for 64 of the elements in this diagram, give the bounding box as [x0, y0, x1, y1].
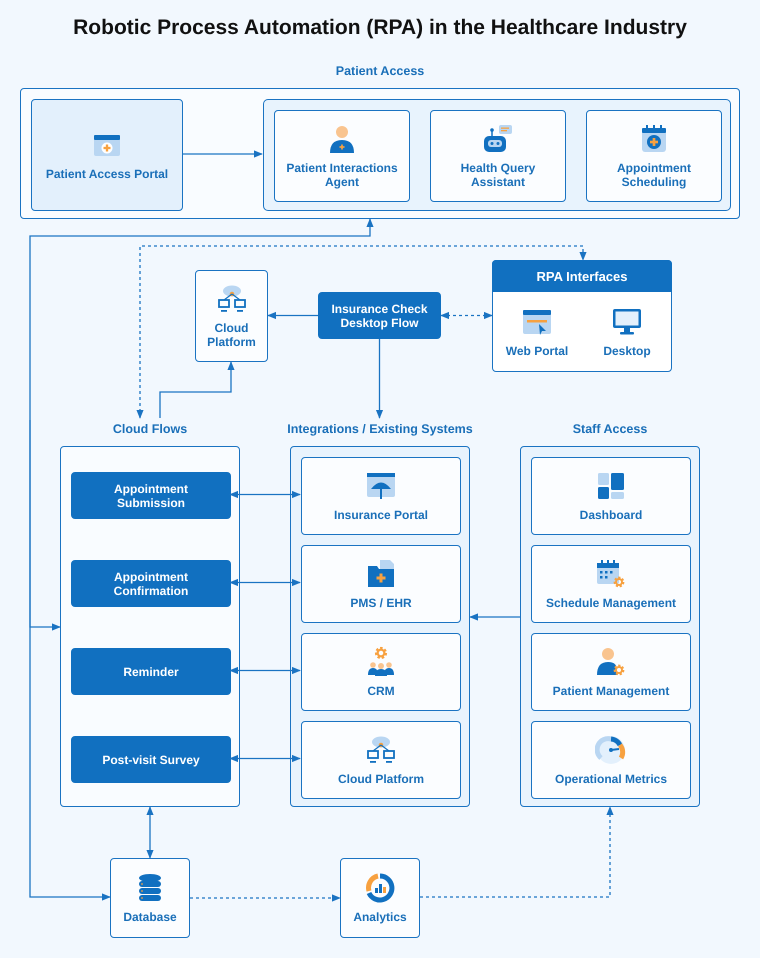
node-label: Operational Metrics — [554, 772, 668, 786]
arrow — [29, 420, 111, 901]
node-label: Health Query Assistant — [460, 161, 536, 189]
node-label: Cloud Platform — [337, 772, 425, 786]
dashed-arrow — [420, 806, 614, 898]
arrow — [469, 613, 520, 621]
process-box — [71, 560, 231, 607]
system-box — [274, 110, 410, 202]
system-box — [531, 545, 691, 623]
process-box — [71, 736, 231, 783]
system-box — [531, 721, 691, 799]
node-label: Analytics — [352, 910, 408, 924]
process-box — [71, 648, 231, 695]
system-box — [301, 633, 461, 711]
group-title: Integrations / Existing Systems — [286, 422, 474, 436]
arrow — [376, 339, 384, 419]
system-box — [340, 858, 420, 938]
group-panel — [263, 99, 731, 211]
node-label: Patient Management — [552, 684, 670, 698]
system-box — [301, 721, 461, 799]
system-box — [31, 99, 183, 211]
arrow — [159, 361, 235, 418]
group-title: Patient Access — [334, 64, 426, 78]
system-box — [110, 858, 190, 938]
dashed-arrow — [136, 245, 587, 419]
node-label: Insurance Check Desktop Flow — [330, 302, 429, 330]
system-box — [195, 270, 268, 362]
node-label: Post-visit Survey — [101, 752, 201, 766]
arrow — [146, 806, 154, 859]
arrow — [29, 218, 374, 420]
process-box — [71, 472, 231, 519]
system-box — [531, 633, 691, 711]
dashed-arrow — [440, 312, 493, 320]
arrow — [182, 150, 263, 158]
node-label: Database — [122, 910, 178, 924]
node-label: PMS / EHR — [349, 596, 413, 610]
arrow — [267, 312, 318, 320]
node-label: Appointment Scheduling — [616, 161, 692, 189]
header-band: RPA Interfaces — [492, 260, 672, 292]
node-label: Schedule Management — [544, 596, 678, 610]
node-label: Insurance Portal — [332, 508, 430, 522]
system-box — [430, 110, 566, 202]
system-box — [586, 110, 722, 202]
arrow — [229, 754, 301, 762]
node-label: Dashboard — [578, 508, 644, 522]
process-box — [318, 292, 441, 339]
node-label: CRM — [366, 684, 396, 698]
node-label: Web Portal — [506, 344, 568, 358]
diagram-title: Robotic Process Automation (RPA) in the Healthcare Industry — [72, 16, 688, 40]
node-label: Desktop — [603, 344, 651, 358]
arrow — [229, 666, 301, 674]
system-box — [301, 457, 461, 535]
node-label: Cloud Platform — [206, 321, 257, 349]
node-label: Patient Access Portal — [44, 167, 170, 181]
node-label: Reminder — [122, 664, 180, 678]
system-box — [531, 457, 691, 535]
node-label: Appointment Confirmation — [112, 570, 190, 598]
system-box — [301, 545, 461, 623]
arrow — [229, 578, 301, 586]
arrow — [229, 490, 301, 498]
interface-panel — [492, 260, 672, 372]
dashed-arrow — [190, 894, 341, 902]
node-label: Appointment Submission — [113, 482, 189, 510]
node-label: Patient Interactions Agent — [285, 161, 399, 189]
